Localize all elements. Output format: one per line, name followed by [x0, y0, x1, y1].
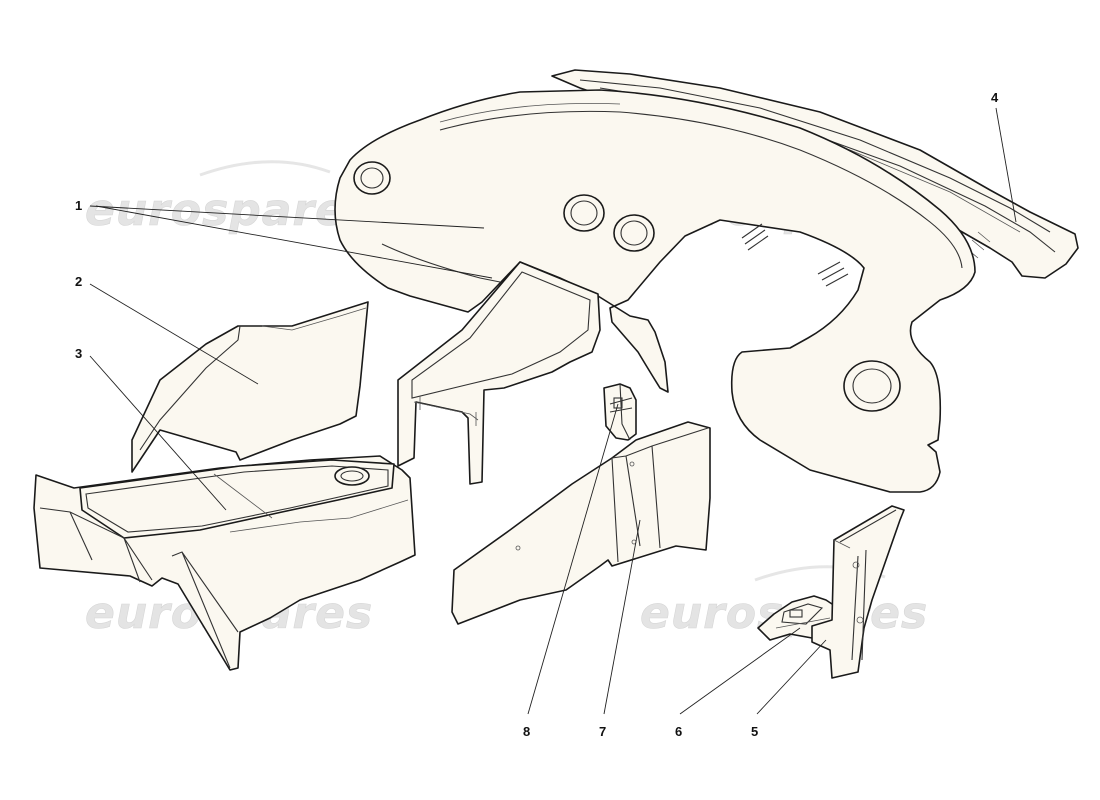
- callout-7: 7: [599, 724, 606, 739]
- part-1-dashboard: [334, 89, 976, 493]
- leader-4: [995, 107, 1017, 223]
- callout-4: 4: [991, 90, 999, 105]
- part-3-floor-tray: [33, 455, 416, 671]
- leader-6: [679, 627, 801, 715]
- leader-1b: [95, 205, 493, 279]
- callout-3: 3: [75, 346, 82, 361]
- callout-1: 1: [75, 198, 82, 213]
- leader-3: [89, 355, 227, 511]
- callout-8: 8: [523, 724, 530, 739]
- leader-5: [756, 639, 827, 715]
- leader-8: [527, 403, 619, 715]
- leader-1: [89, 205, 485, 229]
- leader-7: [603, 519, 641, 715]
- part-5-side-plate: [811, 505, 905, 679]
- part-8-switch: [603, 383, 637, 441]
- callout-2: 2: [75, 274, 82, 289]
- callout-labels: 1 2 3 4 5 6 7 8: [75, 90, 999, 739]
- callout-5: 5: [751, 724, 758, 739]
- leader-lines: [89, 107, 1017, 715]
- callout-6: 6: [675, 724, 682, 739]
- part-7-tunnel-cover: [451, 421, 711, 625]
- watermark-top-left: eurospares: [85, 160, 373, 236]
- part-2-side-panel: [131, 301, 369, 473]
- leader-2: [89, 283, 259, 385]
- watermark-text: eurospares: [85, 185, 373, 236]
